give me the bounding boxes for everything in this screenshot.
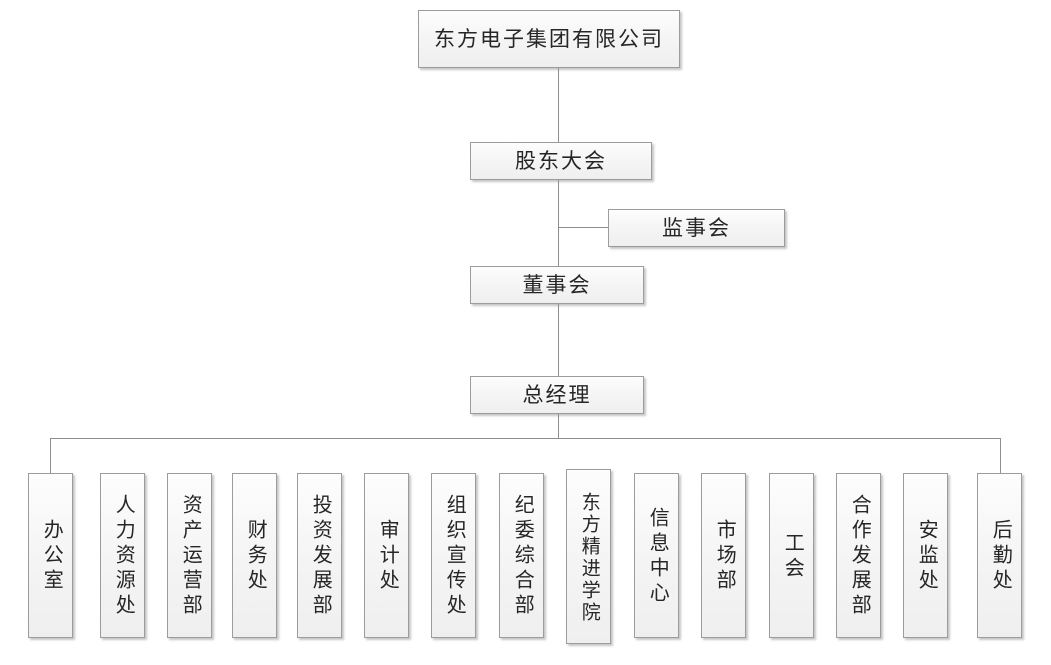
- connector-gm-to-department-bus: [558, 414, 559, 438]
- node-department-human-resources[interactable]: 人力资源处: [100, 473, 145, 638]
- connector-trunk-to-supervisors: [558, 227, 608, 228]
- node-shareholders-meeting[interactable]: 股东大会: [470, 142, 652, 180]
- node-board-of-directors[interactable]: 董事会: [470, 266, 644, 304]
- connector-department-bus: [50, 438, 1001, 439]
- connector-shareholders-to-directors: [558, 180, 559, 266]
- node-board-of-supervisors[interactable]: 监事会: [608, 209, 785, 247]
- node-department-finance[interactable]: 财务处: [232, 473, 277, 638]
- node-department-investment-development[interactable]: 投资发展部: [297, 473, 342, 638]
- connector-company-to-shareholders: [558, 68, 559, 142]
- node-department-asset-operation[interactable]: 资产运营部: [167, 473, 212, 638]
- node-company[interactable]: 东方电子集团有限公司: [418, 10, 680, 68]
- node-department-safety-supervision[interactable]: 安监处: [903, 473, 948, 638]
- node-department-information-center[interactable]: 信息中心: [634, 473, 679, 638]
- node-department-office[interactable]: 办公室: [28, 473, 73, 638]
- connector-directors-to-gm: [558, 304, 559, 376]
- node-department-dongfang-academy[interactable]: 东方精进学院: [566, 469, 611, 644]
- node-department-labor-union[interactable]: 工会: [769, 473, 814, 638]
- node-department-cooperation-development[interactable]: 合作发展部: [836, 473, 881, 638]
- connector-bus-to-last-department: [1000, 438, 1001, 473]
- node-department-logistics[interactable]: 后勤处: [977, 473, 1022, 638]
- node-department-organization-publicity[interactable]: 组织宣传处: [431, 473, 476, 638]
- connector-bus-to-first-department: [50, 438, 51, 473]
- node-department-marketing[interactable]: 市场部: [701, 473, 746, 638]
- node-department-discipline-committee[interactable]: 纪委综合部: [499, 473, 544, 638]
- node-general-manager[interactable]: 总经理: [470, 376, 644, 414]
- node-department-audit[interactable]: 审计处: [364, 473, 409, 638]
